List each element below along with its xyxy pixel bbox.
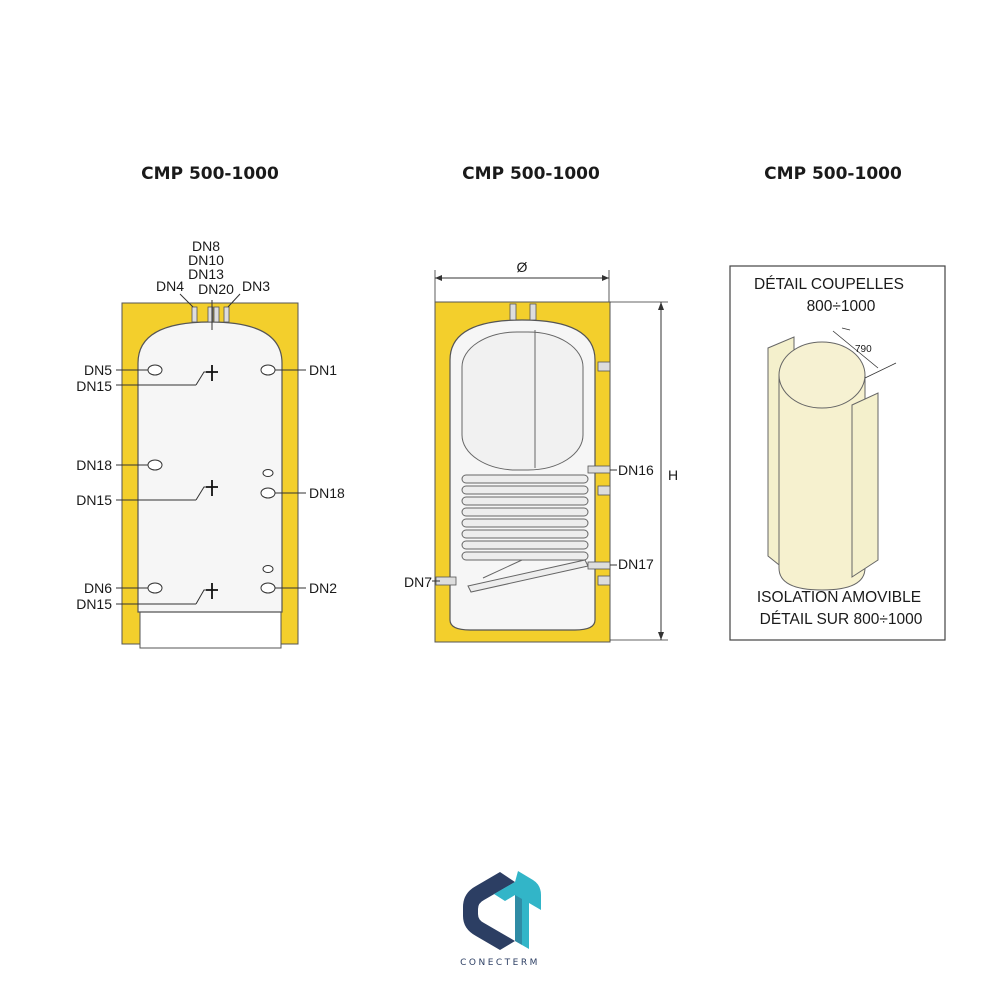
- sensor-dn15-a: [206, 365, 218, 381]
- side-fitting-top: [597, 361, 611, 372]
- sensor-dn15-c: [206, 583, 218, 599]
- port-dn2: [260, 582, 276, 594]
- right-detail-view: DÉTAIL COUPELLES 800÷1000 790 ISOLATION …: [729, 265, 946, 641]
- fitting-dn3: [223, 306, 230, 323]
- leader-dn4: [179, 293, 194, 308]
- heating-coil: [461, 474, 589, 561]
- label-dn7: DN7: [404, 574, 432, 590]
- fitting-dn4: [191, 306, 198, 323]
- inner-vessel: [461, 331, 584, 471]
- label-dn4: DN4: [156, 278, 184, 294]
- shell-half-right: [851, 392, 879, 578]
- label-dn10: DN10: [188, 252, 224, 268]
- port-dn18-right: [260, 487, 276, 499]
- label-height: H: [668, 467, 678, 483]
- fitting-center-b: [213, 306, 220, 323]
- dim-790-ext-a: [841, 327, 851, 331]
- label-dn6: DN6: [84, 580, 112, 596]
- port-dn6: [147, 582, 163, 594]
- label-dn13: DN13: [188, 266, 224, 282]
- cylinder-top: [778, 341, 866, 409]
- middle-tank-view: Ø DN16 DN17 D: [404, 259, 678, 643]
- port-small-b: [262, 565, 274, 573]
- detail-caption-2: DÉTAIL SUR 800÷1000: [760, 611, 923, 628]
- middle-fitting-a: [509, 303, 517, 321]
- side-fitting-mid: [597, 485, 611, 496]
- label-dn16: DN16: [618, 462, 654, 478]
- detail-caption-1: ISOLATION AMOVIBLE: [757, 589, 921, 606]
- conecterm-logo-text: CONECTERM: [460, 958, 540, 968]
- title-left: CMP 500-1000: [141, 164, 279, 184]
- port-dn5: [147, 364, 163, 376]
- side-fitting-low: [597, 575, 611, 586]
- label-dn15-b: DN15: [76, 492, 112, 508]
- fitting-center-a: [207, 306, 214, 323]
- sensor-dn15-b: [206, 480, 218, 496]
- label-dn18-left: DN18: [76, 457, 112, 473]
- side-fitting-dn16: [587, 465, 611, 474]
- side-fitting-dn17: [587, 561, 611, 570]
- dim-790-ext-b: [864, 362, 897, 379]
- detail-title-1: DÉTAIL COUPELLES: [754, 276, 904, 293]
- left-tank-base: [139, 611, 282, 649]
- label-dim-790: 790: [855, 344, 872, 355]
- label-dn20: DN20: [198, 281, 234, 297]
- label-dn17: DN17: [618, 556, 654, 572]
- label-dn15-c: DN15: [76, 596, 112, 612]
- dim-790-line: [832, 330, 879, 369]
- middle-fitting-b: [529, 303, 537, 321]
- left-tank-view: DN8 DN10 DN13 DN20 DN4 DN3 DN5 DN: [76, 238, 345, 649]
- label-dn2: DN2: [309, 580, 337, 596]
- leader-dn3: [227, 293, 241, 308]
- label-dn3: DN3: [242, 278, 270, 294]
- label-dn5: DN5: [84, 362, 112, 378]
- label-dn15-a: DN15: [76, 378, 112, 394]
- cylinder-body: [778, 374, 866, 591]
- conecterm-logo-icon: [463, 871, 541, 950]
- title-middle: CMP 500-1000: [462, 164, 600, 184]
- coil-rod: [482, 559, 523, 579]
- title-right: CMP 500-1000: [764, 164, 902, 184]
- label-dn8: DN8: [192, 238, 220, 254]
- detail-title-2: 800÷1000: [807, 298, 876, 315]
- port-dn1: [260, 364, 276, 376]
- label-diameter: Ø: [517, 259, 528, 275]
- label-dn18-right: DN18: [309, 485, 345, 501]
- label-dn1: DN1: [309, 362, 337, 378]
- port-dn18-left: [147, 459, 163, 471]
- port-small-a: [262, 469, 274, 477]
